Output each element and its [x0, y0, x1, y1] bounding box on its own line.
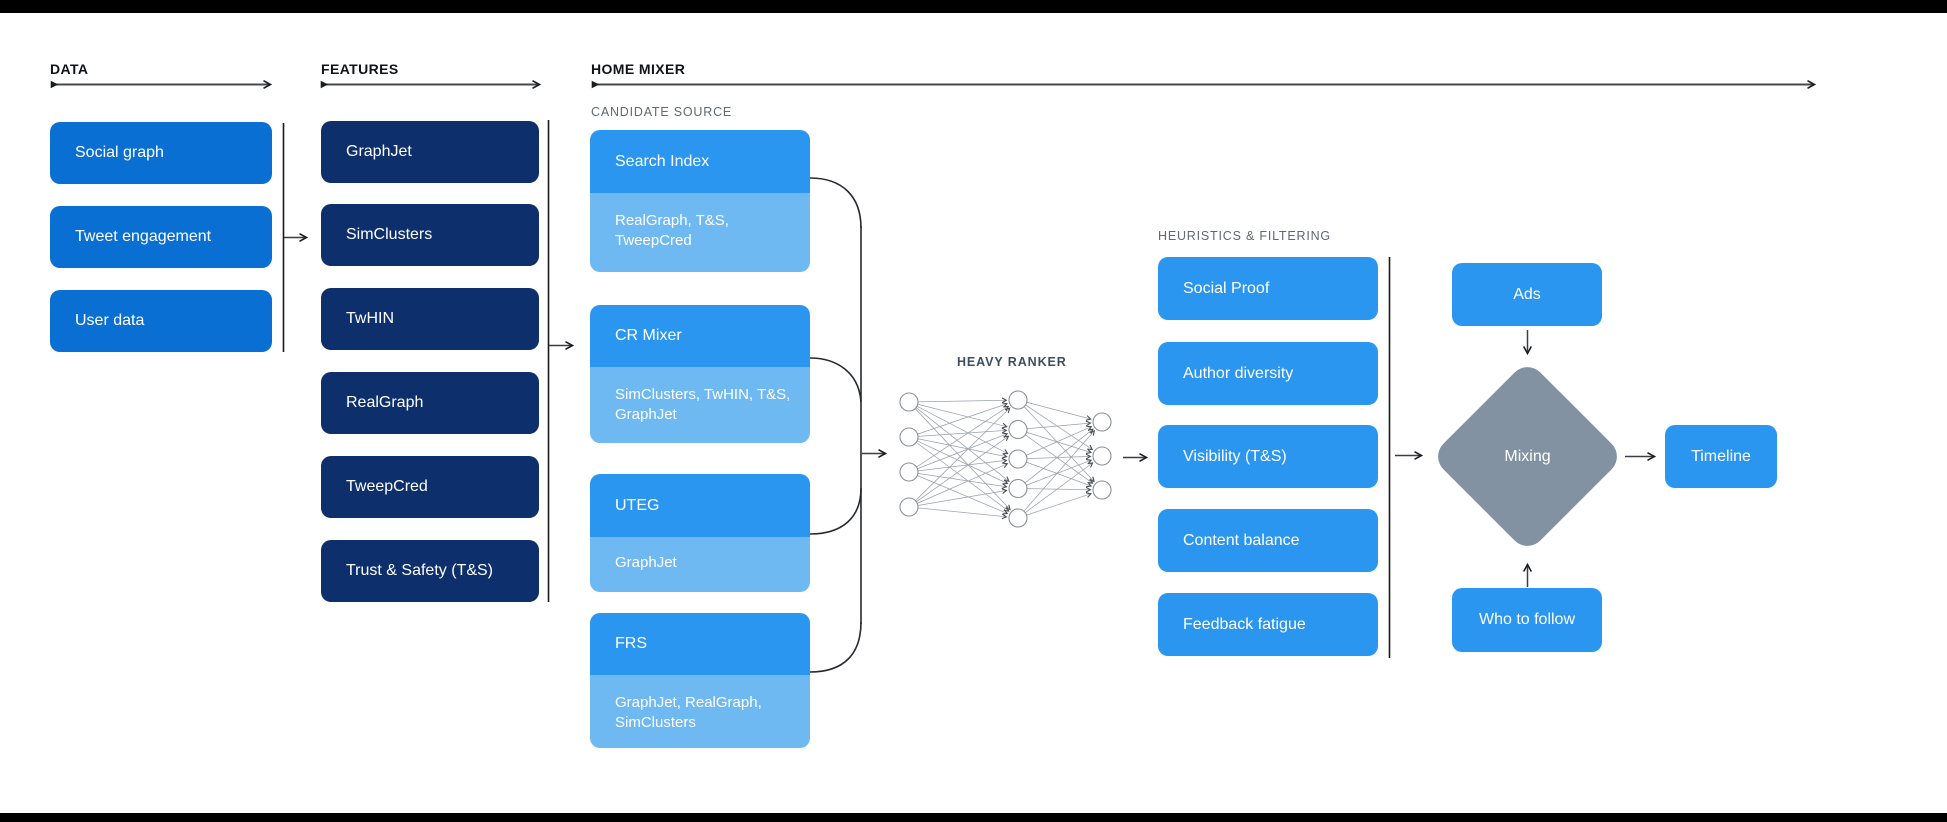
candidate-uteg-title: UTEG [590, 474, 810, 537]
neuron-node [1008, 449, 1028, 469]
data-column-header: DATA [50, 61, 89, 77]
filter-feedback-fatigue: Feedback fatigue [1158, 593, 1378, 656]
node-timeline: Timeline [1665, 425, 1777, 488]
filter-visibility: Visibility (T&S) [1158, 425, 1378, 488]
filter-content-balance: Content balance [1158, 509, 1378, 572]
candidate-source-label: CANDIDATE SOURCE [591, 105, 733, 119]
neuron-node [899, 392, 919, 412]
features-column-header: FEATURES [321, 61, 399, 77]
node-realgraph: RealGraph [321, 372, 539, 434]
node-user-data: User data [50, 290, 272, 352]
candidate-frs: FRS GraphJet, RealGraph, SimClusters [590, 613, 810, 748]
neuron-node [1092, 446, 1112, 466]
candidate-frs-title: FRS [590, 613, 810, 675]
candidate-uteg-features: GraphJet [590, 537, 810, 592]
neuron-node [1008, 508, 1028, 528]
node-ads: Ads [1452, 263, 1602, 326]
connector-cr-mixer [809, 357, 862, 403]
neuron-node [1092, 412, 1112, 432]
home-mixer-header: HOME MIXER [591, 61, 686, 77]
mixing-diamond-label: Mixing [1504, 447, 1551, 465]
filter-social-proof: Social Proof [1158, 257, 1378, 320]
node-tweepcred: TweepCred [321, 456, 539, 518]
candidate-cr-mixer-features: SimClusters, TwHIN, T&S, GraphJet [590, 367, 810, 443]
neuron-node [1008, 478, 1028, 499]
heavy-ranker-network [899, 390, 1112, 528]
connector-frs [809, 621, 862, 673]
connector-search-index [809, 177, 862, 229]
candidate-search-index: Search Index RealGraph, T&S, TweepCred [590, 130, 810, 272]
neuron-node [1008, 419, 1028, 440]
heavy-ranker-label: HEAVY RANKER [957, 355, 1067, 369]
node-graphjet: GraphJet [321, 121, 539, 183]
candidate-search-index-features: RealGraph, T&S, TweepCred [590, 193, 810, 272]
bottom-black-bar [0, 813, 1947, 822]
node-twhin: TwHIN [321, 288, 539, 350]
heuristics-filtering-label: HEURISTICS & FILTERING [1158, 229, 1331, 243]
neuron-node [899, 427, 919, 447]
connector-uteg [809, 487, 862, 535]
node-tweet-engagement: Tweet engagement [50, 206, 272, 268]
node-simclusters: SimClusters [321, 204, 539, 266]
candidate-cr-mixer-title: CR Mixer [590, 305, 810, 367]
top-black-bar [0, 0, 1947, 13]
node-trust-safety: Trust & Safety (T&S) [321, 540, 539, 602]
filter-author-diversity: Author diversity [1158, 342, 1378, 405]
neuron-node [1008, 390, 1028, 410]
node-who-to-follow: Who to follow [1452, 588, 1602, 652]
candidate-cr-mixer: CR Mixer SimClusters, TwHIN, T&S, GraphJ… [590, 305, 810, 443]
candidate-search-index-title: Search Index [590, 130, 810, 193]
neuron-node [899, 497, 919, 517]
neuron-node [1092, 480, 1112, 500]
candidate-frs-features: GraphJet, RealGraph, SimClusters [590, 675, 810, 748]
candidate-uteg: UTEG GraphJet [590, 474, 810, 592]
neuron-node [899, 462, 919, 482]
node-social-graph: Social graph [50, 122, 272, 184]
